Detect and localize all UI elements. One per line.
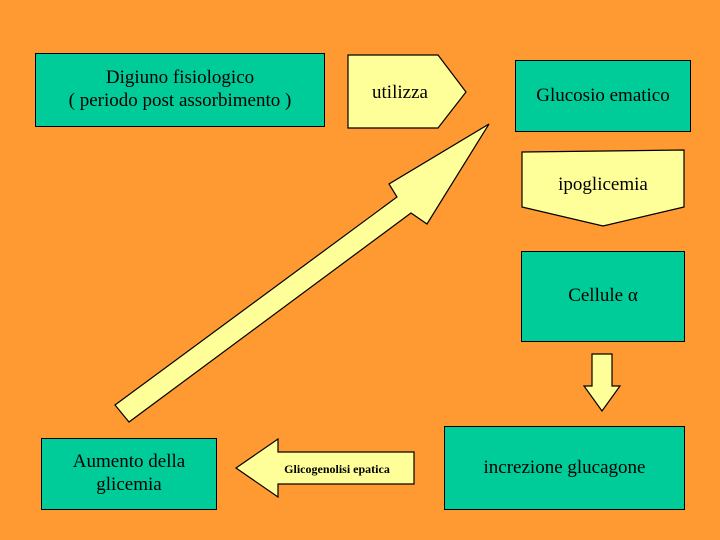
increzione-label: increzione glucagone — [483, 456, 646, 478]
ipoglicemia-arrow — [521, 149, 685, 227]
diagonal-arrow — [114, 123, 490, 423]
digiuno-box: Digiuno fisiologico ( periodo post assor… — [35, 53, 325, 127]
glucosio-label: Glucosio ematico — [536, 84, 670, 106]
increzione-box: increzione glucagone — [444, 426, 685, 510]
cellule-label: Cellule α — [568, 285, 638, 307]
ipoglicemia-label: ipoglicemia — [558, 174, 648, 195]
utilizza-label: utilizza — [372, 82, 428, 103]
digiuno-line2: ( periodo post assorbimento ) — [68, 90, 292, 111]
aumento-box: Aumento della glicemia — [41, 438, 217, 510]
digiuno-line1: Digiuno fisiologico — [105, 67, 255, 89]
utilizza-arrow — [347, 54, 467, 129]
glicogenolisi-label: Glicogenolisi epatica — [284, 461, 390, 476]
aumento-line1: Aumento della — [72, 451, 186, 473]
aumento-line2: glicemia — [96, 474, 162, 495]
cellule-box: Cellule α — [521, 251, 685, 342]
glicogenolisi-arrow — [234, 437, 415, 499]
down-block-arrow — [582, 353, 622, 413]
glucosio-box: Glucosio ematico — [515, 60, 691, 132]
